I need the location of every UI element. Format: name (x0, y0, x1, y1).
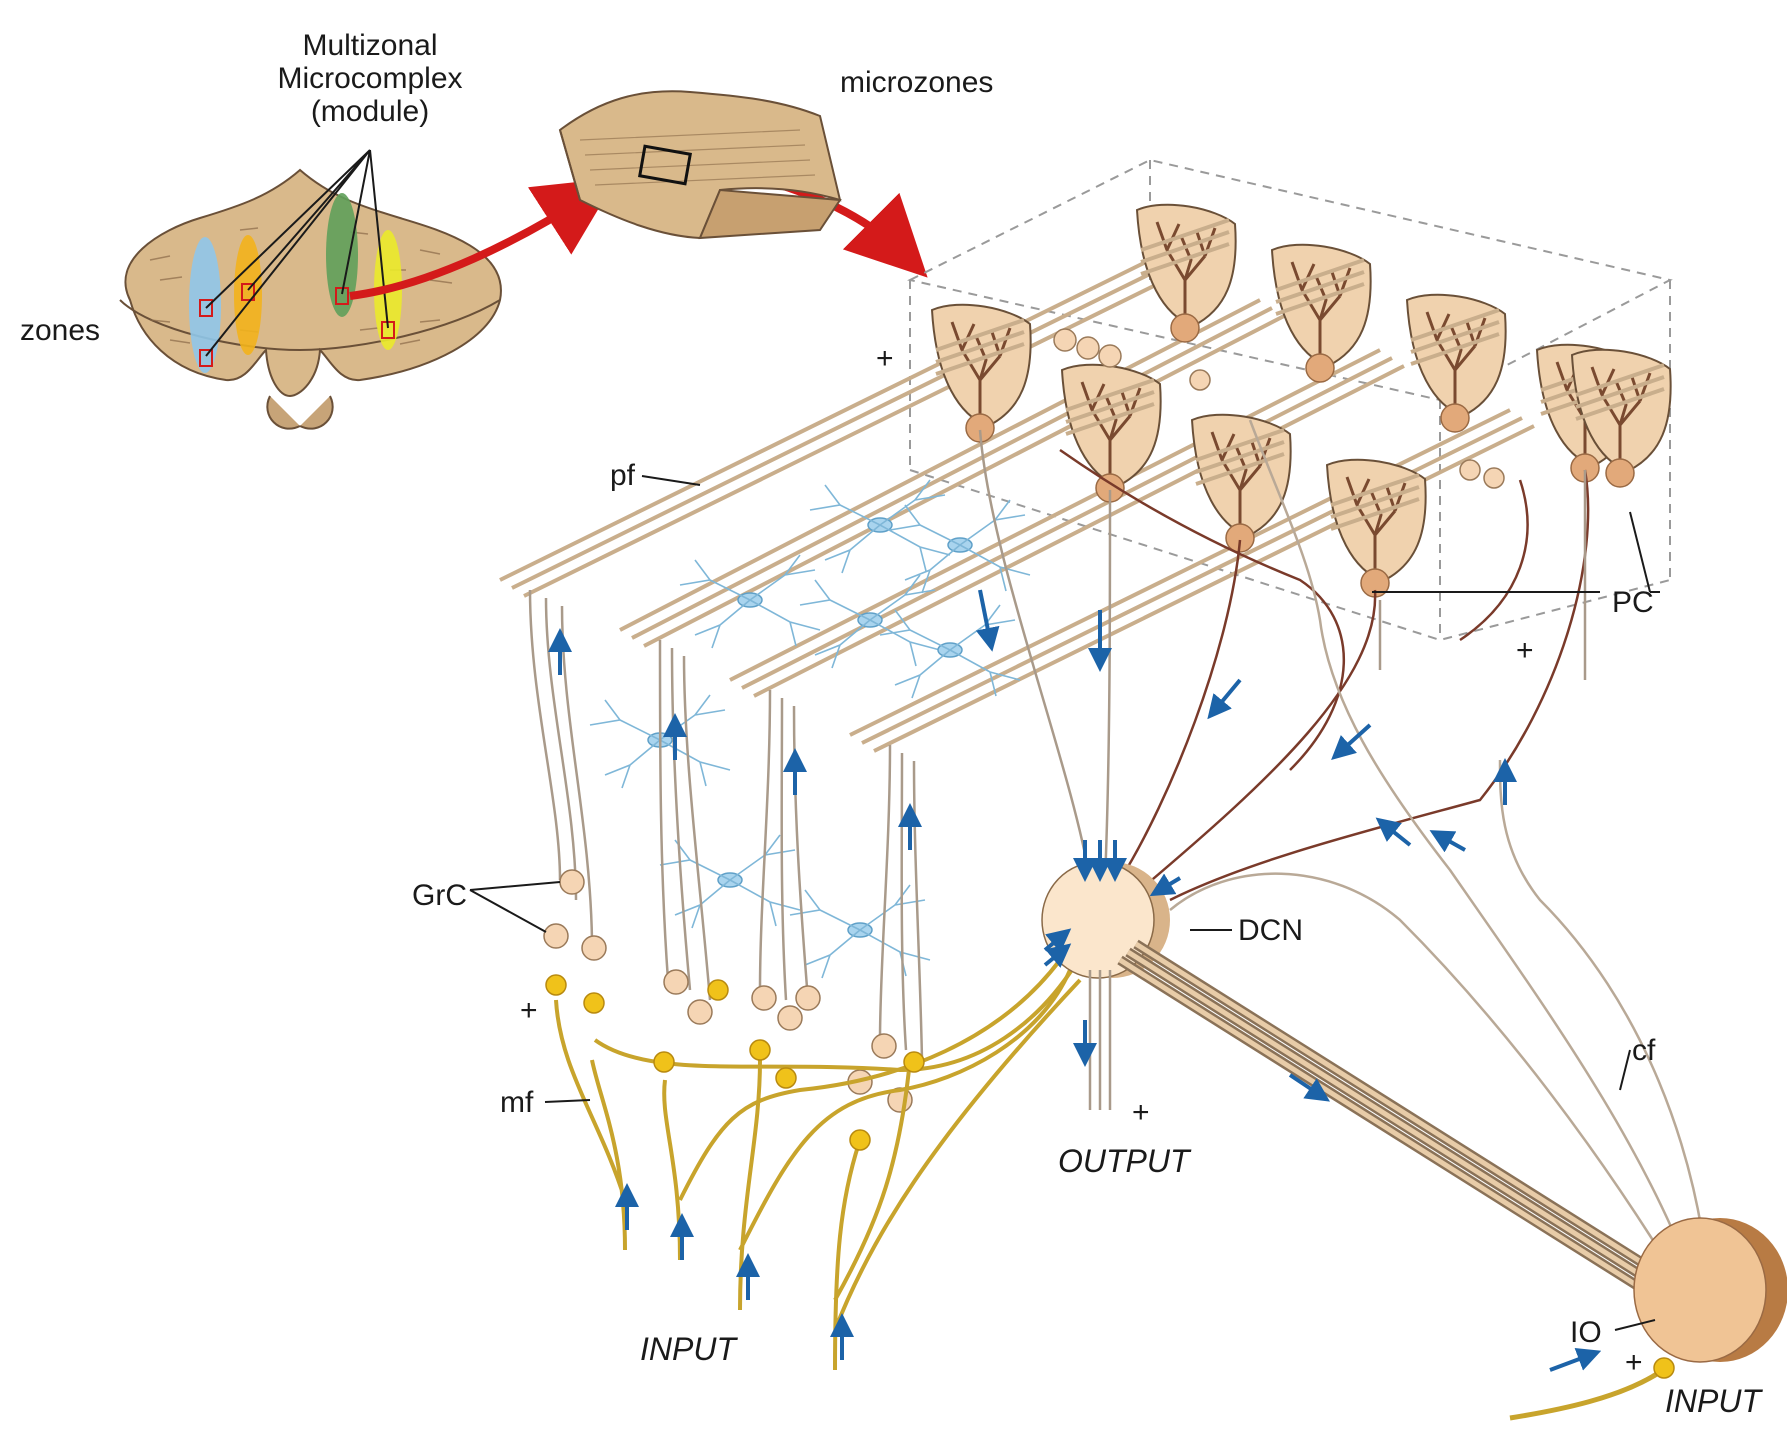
label-io: IO (1570, 1316, 1602, 1349)
label-zones: zones (20, 314, 100, 347)
label-input-mossy: INPUT (640, 1331, 738, 1367)
granule-cell-axons (528, 589, 924, 1061)
purkinje-axons (978, 429, 1590, 902)
mf-leader (544, 1099, 591, 1103)
pc-leader (1372, 511, 1660, 593)
deep-cerebellar-nucleus (1041, 861, 1679, 1305)
label-module-line3: (module) (311, 95, 429, 128)
module-box-outline (907, 158, 1673, 642)
label-mf: mf (500, 1086, 534, 1119)
cf-leader (1619, 1049, 1631, 1091)
label-output: OUTPUT (1058, 1143, 1192, 1179)
inferior-olive (1509, 1217, 1787, 1421)
climbing-fibers (1169, 419, 1712, 1301)
sign-pf-plus: + (876, 342, 894, 375)
label-input-io: INPUT (1665, 1383, 1763, 1419)
zone-orange (234, 235, 262, 355)
microzones-slab (558, 90, 842, 240)
purkinje-cells (930, 202, 1673, 599)
label-grc: GrC (412, 879, 467, 912)
label-pf: pf (610, 459, 636, 492)
pf-leader (641, 475, 701, 486)
label-cf: cf (1632, 1034, 1656, 1067)
grc-leader (469, 881, 561, 933)
sign-pc-plus: + (1516, 634, 1534, 667)
mossy-fibers (554, 958, 1082, 1371)
label-module-line2: Microcomplex (277, 62, 462, 95)
sign-output-plus: + (1132, 1096, 1150, 1129)
zone-blue (189, 237, 221, 373)
label-microzones: microzones (840, 66, 993, 99)
cerebellum-illustration (119, 149, 502, 430)
granule-cells (543, 869, 913, 1113)
label-pc: PC (1612, 586, 1654, 619)
signal-arrows (548, 589, 1602, 1372)
sign-io-plus: + (1625, 1346, 1643, 1379)
red-arrow-zones-to-microzones (349, 177, 617, 300)
stellate-cells (589, 479, 1031, 979)
zone-green (326, 193, 358, 317)
sign-mf-plus: + (520, 994, 538, 1027)
label-dcn: DCN (1238, 914, 1303, 947)
label-module-line1: Multizonal (302, 29, 437, 62)
mossy-fiber-rosettes (545, 974, 925, 1151)
io-leader (1614, 1319, 1656, 1331)
